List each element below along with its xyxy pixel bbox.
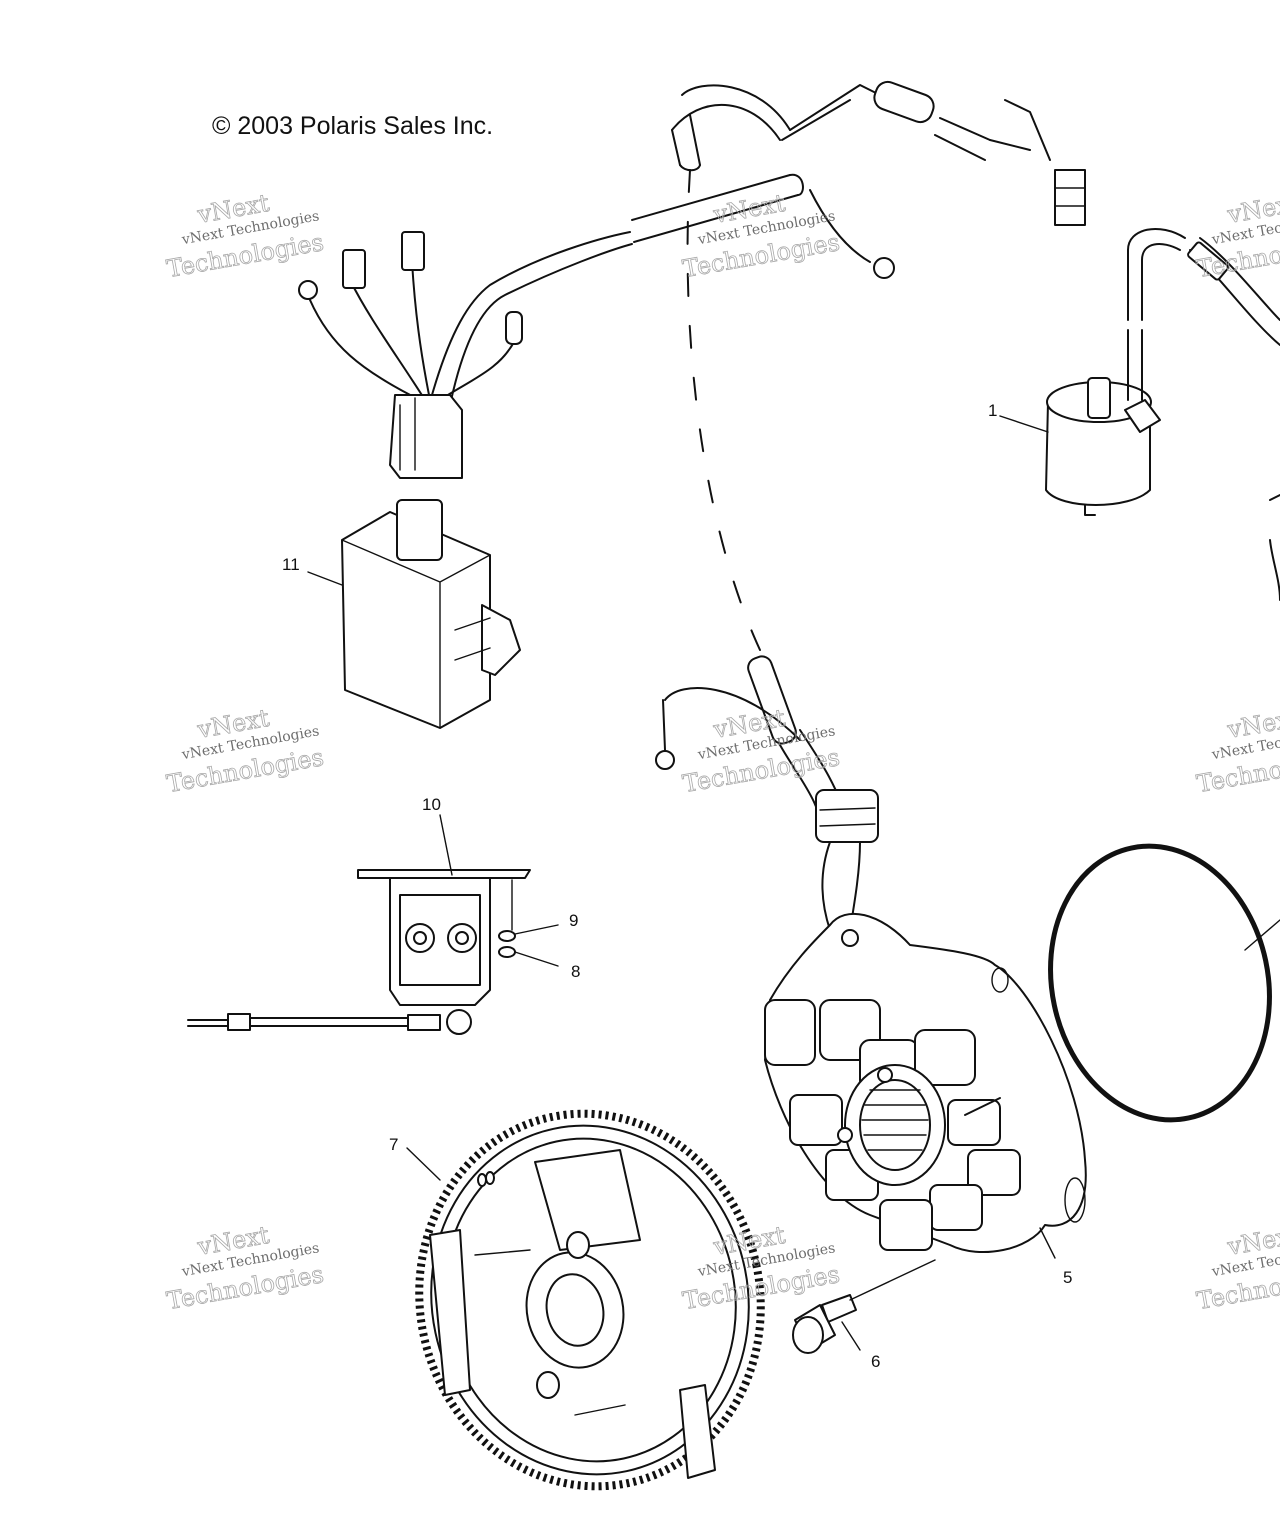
o-ring (1048, 843, 1272, 1123)
watermark-8: vNext vNext Technologies Technologies (680, 1220, 842, 1315)
callout-5: 5 (1063, 1268, 1072, 1287)
watermark-7: vNext vNext Technologies Technologies (164, 1220, 326, 1315)
watermark-9: vNext vNext Technologies Technologies (1194, 1220, 1280, 1315)
callout-10: 10 (422, 795, 441, 814)
watermark-4: vNext vNext Technologies Technologies (164, 703, 326, 798)
wiring-harness (298, 80, 1086, 479)
voltage-regulator (187, 869, 531, 1035)
bolt (792, 1294, 857, 1354)
watermark-3: vNext vNext Technologies Technologies (1194, 188, 1280, 283)
callout-8: 8 (571, 962, 580, 981)
dashed-routing-line (686, 169, 761, 651)
copyright-text: © 2003 Polaris Sales Inc. (212, 112, 493, 140)
watermark-6: vNext vNext Technologies Technologies (1194, 703, 1280, 798)
callout-7: 7 (389, 1135, 398, 1154)
callout-9: 9 (569, 911, 578, 930)
callout-6: 6 (871, 1352, 880, 1371)
stator-coils (764, 999, 1021, 1251)
ignition-coil (1045, 227, 1280, 601)
callout-1: 1 (988, 401, 997, 420)
watermark-1: vNext vNext Technologies Technologies (164, 188, 326, 283)
leader-lines (307, 415, 1280, 1351)
callouts: 1 11 10 9 8 7 5 6 (282, 401, 1072, 1371)
stator (655, 655, 1087, 1253)
flywheel (415, 1109, 765, 1491)
callout-11: 11 (282, 555, 300, 574)
cdi-box (341, 499, 521, 729)
watermark-2: vNext vNext Technologies Technologies (680, 188, 842, 283)
watermark-5: vNext vNext Technologies Technologies (680, 703, 842, 798)
